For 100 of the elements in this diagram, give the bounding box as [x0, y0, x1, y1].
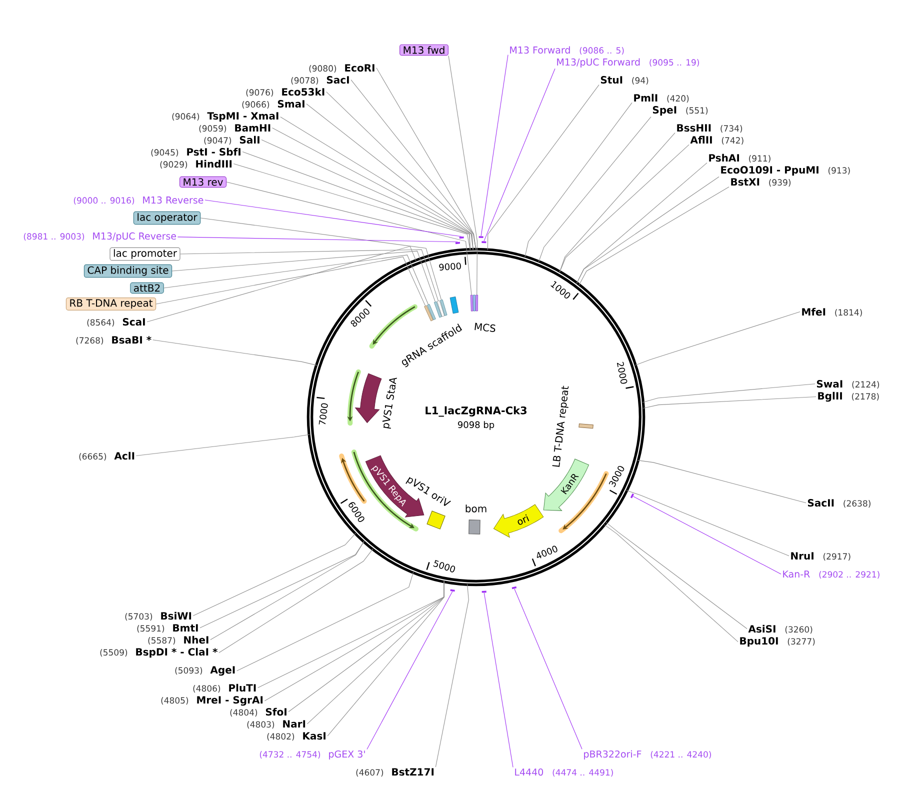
site-label: HindIII — [196, 160, 232, 168]
primer-label: M13 Reverse — [143, 196, 204, 204]
leader-line — [487, 84, 600, 250]
leader-line — [192, 532, 356, 616]
position-label: (5703) — [125, 613, 152, 621]
leader-line — [642, 396, 816, 409]
feature-arc — [369, 304, 418, 349]
site-label: NruI — [791, 552, 814, 560]
position-label: (4474 .. 4491) — [552, 769, 613, 777]
feature-label: attB2 — [130, 282, 164, 294]
leader-line — [576, 176, 720, 284]
leader-line — [327, 580, 444, 736]
position-label: (9059) — [199, 125, 226, 133]
site-label: TspMI - XmaI — [207, 112, 278, 122]
position-label: (9047) — [204, 137, 232, 145]
position-label: (5587) — [148, 637, 176, 645]
leader-line — [606, 522, 748, 630]
position-label: (8564) — [87, 319, 114, 327]
position-label: (7268) — [76, 337, 104, 345]
leader-line — [448, 55, 478, 296]
feature-block — [434, 301, 442, 318]
primer-label: pBR322ori-F — [584, 750, 642, 760]
position-label: (1814) — [835, 309, 862, 317]
leader-line — [177, 236, 458, 242]
position-label: (551) — [686, 107, 708, 115]
site-label: BglII — [818, 392, 842, 402]
feature-label: M13 rev — [179, 176, 227, 188]
primer-label: M13 Forward — [510, 46, 570, 54]
position-label: (9095 .. 19) — [650, 59, 699, 67]
site-label: PstI - SbfI — [187, 148, 240, 156]
leader-line — [326, 91, 476, 250]
site-label: AflII — [690, 136, 712, 144]
position-label: (734) — [720, 125, 742, 133]
sequence-length: 9098 bp — [458, 421, 494, 430]
feature-arc — [339, 454, 367, 504]
site-label: NarI — [283, 720, 306, 728]
leader-line — [136, 434, 310, 456]
tick-label: 2000 — [616, 362, 628, 384]
leader-line — [242, 151, 470, 250]
feature-label: lac operator — [133, 211, 201, 225]
position-label: (9045) — [151, 149, 178, 157]
leader-line — [366, 591, 453, 750]
position-label: (9076) — [246, 89, 274, 97]
site-label: PluTI — [229, 684, 256, 692]
site-label: Bpu10I — [740, 637, 778, 647]
plasmid-name: L1_lacZgRNA-Ck3 — [426, 406, 526, 417]
position-label: (4806) — [193, 685, 220, 693]
position-label: (3277) — [788, 638, 815, 646]
primer-mark — [450, 589, 455, 592]
leader-line — [642, 384, 816, 403]
site-label: EcoRI — [345, 64, 374, 72]
leader-line — [524, 102, 632, 258]
position-label: (6665) — [79, 453, 106, 461]
leader-line — [559, 132, 676, 272]
position-label: (9066) — [242, 101, 270, 109]
position-label: (9000 .. 9016) — [74, 197, 134, 205]
position-label: (4804) — [230, 709, 258, 717]
leader-line — [146, 246, 416, 322]
position-label: (4732 .. 4754) — [260, 751, 320, 759]
primer-mark — [455, 242, 460, 244]
primer-label: M13/pUC Forward — [557, 58, 640, 68]
feature-block — [437, 300, 445, 317]
leader-line — [604, 524, 738, 642]
feature-block — [440, 300, 448, 316]
site-label: Eco53kI — [282, 88, 324, 96]
feature-block — [427, 304, 436, 320]
site-label: SacII — [808, 499, 834, 507]
position-label: (742) — [722, 137, 744, 145]
position-label: (8981 .. 9003) — [24, 233, 84, 241]
primer-mark — [630, 493, 634, 498]
leader-line — [152, 340, 318, 366]
primer-label: L4440 — [515, 768, 544, 776]
leader-line — [578, 186, 730, 286]
leader-line — [288, 580, 444, 712]
position-label: (4607) — [356, 769, 384, 777]
leader-line — [435, 584, 469, 768]
site-label: SwaI — [816, 380, 842, 388]
site-label: PmlI — [634, 94, 658, 102]
site-label: SpeI — [652, 106, 676, 116]
tick-label: 9000 — [439, 262, 461, 271]
position-label: (5591) — [137, 625, 164, 633]
primer-mark — [478, 236, 484, 238]
position-label: (913) — [828, 167, 850, 175]
site-label: BmtI — [173, 624, 198, 632]
position-label: (9064) — [172, 113, 200, 121]
site-label: BssHII — [677, 124, 711, 132]
site-label: PshAI — [709, 154, 739, 162]
leader-line — [233, 163, 470, 250]
site-label: BamHI — [235, 124, 270, 132]
feature-block — [470, 294, 474, 312]
site-label: KasI — [303, 732, 326, 740]
site-label: AgeI — [210, 666, 235, 676]
leader-line — [626, 490, 790, 556]
position-label: (4802) — [267, 733, 294, 741]
position-label: (939) — [769, 179, 791, 187]
position-label: (2638) — [844, 500, 870, 508]
site-label: NheI — [184, 636, 208, 644]
leader-line — [218, 548, 374, 653]
position-label: (9078) — [291, 77, 318, 85]
leader-line — [204, 200, 462, 237]
